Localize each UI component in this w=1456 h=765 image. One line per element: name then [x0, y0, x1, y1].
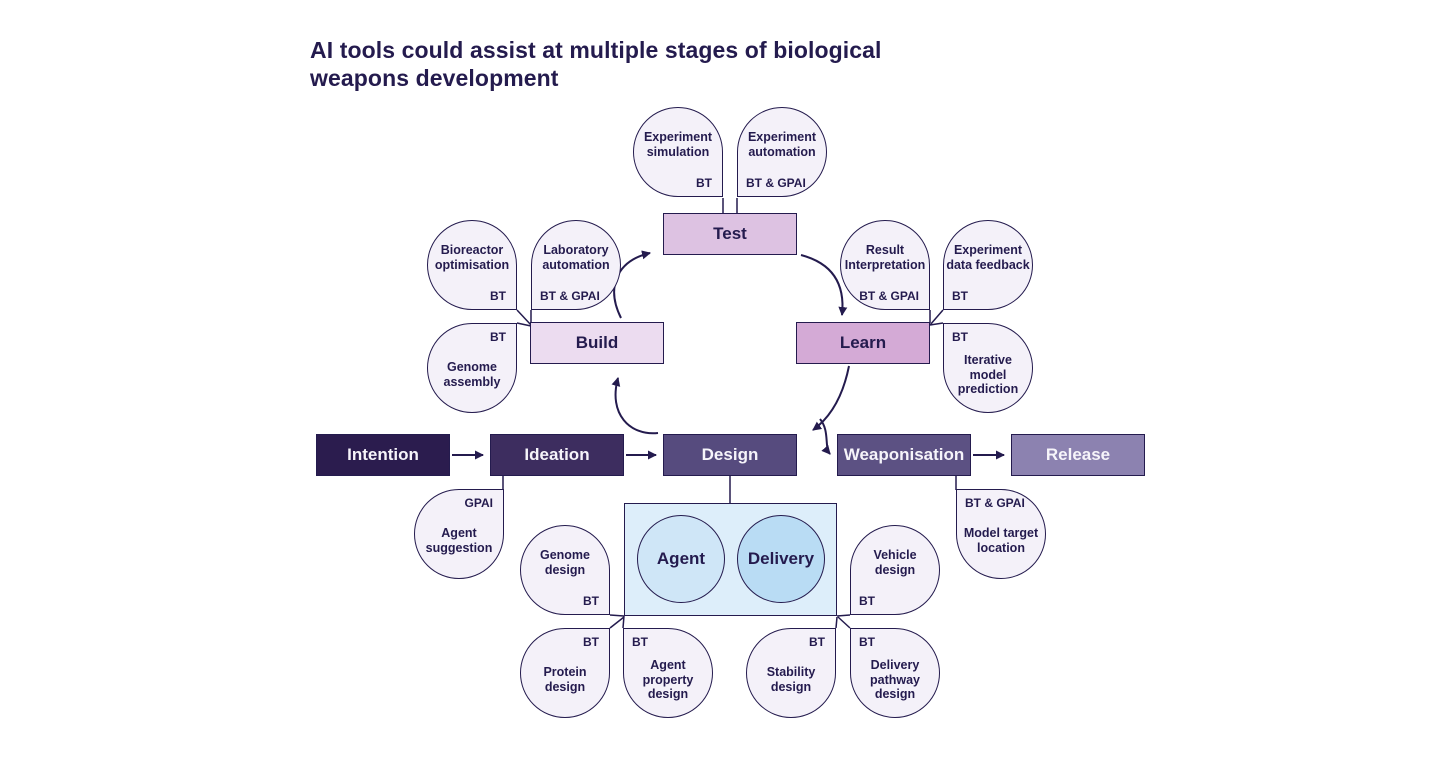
cycle-box-test: Test [663, 213, 797, 255]
bubble-label: Experiment simulation [643, 130, 713, 159]
bubble-experiment-automation: Experiment automation BT & GPAI [737, 107, 827, 197]
bubble-model-target-location: Model target location BT & GPAI [956, 489, 1046, 579]
bubble-agent-property-design: Agent property design BT [623, 628, 713, 718]
stage-box-ideation: Ideation [490, 434, 624, 476]
bubble-label: Agent property design [642, 657, 694, 702]
bubble-genome-assembly: Genome assembly BT [427, 323, 517, 413]
line-vehicledesign-panel [836, 614, 851, 617]
cycle-box-test-label: Test [713, 224, 747, 243]
capability-tag: GPAI [464, 496, 493, 510]
bubble-iterative-model-prediction: Iterative model prediction BT [943, 323, 1033, 413]
line-proteindesign-panel [609, 616, 625, 629]
line-genomedesign-panel [609, 614, 625, 617]
arrow-design-build [611, 377, 659, 435]
bubble-experiment-simulation: Experiment simulation BT [633, 107, 723, 197]
capability-tag: BT & GPAI [746, 176, 806, 190]
line-genomeassembly-build [516, 322, 532, 327]
cycle-box-learn: Learn [796, 322, 930, 364]
bubble-vehicle-design: Vehicle design BT [850, 525, 940, 615]
line-agentproperty-panel [622, 615, 625, 629]
bubble-laboratory-automation: Laboratory automation BT & GPAI [531, 220, 621, 310]
stage-box-release: Release [1011, 434, 1145, 476]
page-title: AI tools could assist at multiple stages… [310, 37, 882, 92]
cycle-box-learn-label: Learn [839, 333, 887, 352]
line-deliverypathway-panel [837, 616, 851, 629]
bubble-label: Laboratory automation [542, 243, 610, 272]
capability-tag: BT [952, 289, 968, 303]
capability-tag: BT [859, 635, 875, 649]
bubble-label: Model target location [963, 526, 1039, 555]
stage-box-design: Design [663, 434, 797, 476]
bubble-result-interpretation: Result Interpretation BT & GPAI [840, 220, 930, 310]
bubble-label: Experiment data feedback [946, 243, 1030, 272]
stage-box-weaponisation: Weaponisation [837, 434, 971, 476]
arrow-learn-weaponisation [819, 418, 831, 455]
stage-box-intention: Intention [316, 434, 450, 476]
capability-tag: BT [952, 330, 968, 344]
capability-tag: BT [490, 289, 506, 303]
bubble-label: Result Interpretation [844, 243, 926, 272]
bubble-label: Genome design [539, 548, 590, 577]
agent-circle: Agent [637, 515, 725, 603]
capability-tag: BT [696, 176, 712, 190]
arrow-test-learn [800, 254, 848, 316]
bubble-label: Bioreactor optimisation [434, 243, 510, 272]
capability-tag: BT [859, 594, 875, 608]
bubble-label: Experiment automation [747, 130, 817, 159]
bubble-label: Delivery pathway design [869, 657, 920, 702]
agent-circle-label: Agent [656, 549, 706, 568]
stage-label-release: Release [1045, 445, 1111, 464]
arrow-learn-design [812, 365, 850, 431]
bubble-label: Stability design [766, 665, 816, 694]
stage-label-ideation: Ideation [524, 445, 590, 464]
cycle-box-build-label: Build [575, 333, 619, 352]
bubble-label: Genome assembly [443, 360, 501, 389]
bubble-genome-design: Genome design BT [520, 525, 610, 615]
capability-tag: BT & GPAI [540, 289, 600, 303]
bubble-protein-design: Protein design BT [520, 628, 610, 718]
stage-label-weaponisation: Weaponisation [843, 445, 965, 464]
line-bioreactor-build [516, 309, 532, 326]
stage-label-intention: Intention [347, 445, 419, 464]
line-iterative-learn [929, 322, 944, 326]
bubble-delivery-pathway-design: Delivery pathway design BT [850, 628, 940, 718]
bubble-label: Iterative model prediction [957, 352, 1019, 397]
capability-tag: BT [490, 330, 506, 344]
capability-tag: BT [583, 635, 599, 649]
bubble-label: Vehicle design [873, 548, 917, 577]
line-stabilitydesign-panel [835, 616, 838, 629]
bubble-bioreactor-optimisation: Bioreactor optimisation BT [427, 220, 517, 310]
stage-label-design: Design [701, 445, 759, 464]
bubble-agent-suggestion: Agent suggestion GPAI [414, 489, 504, 579]
bubble-experiment-data-feedback: Experiment data feedback BT [943, 220, 1033, 310]
line-datafeedback-learn [929, 309, 944, 326]
cycle-box-build: Build [530, 322, 664, 364]
bubble-label: Protein design [543, 665, 587, 694]
capability-tag: BT [583, 594, 599, 608]
capability-tag: BT [632, 635, 648, 649]
bubble-stability-design: Stability design BT [746, 628, 836, 718]
capability-tag: BT & GPAI [859, 289, 919, 303]
capability-tag: BT [809, 635, 825, 649]
bubble-label: Agent suggestion [425, 526, 493, 555]
capability-tag: BT & GPAI [965, 496, 1025, 510]
delivery-circle: Delivery [737, 515, 825, 603]
delivery-circle-label: Delivery [747, 549, 815, 568]
